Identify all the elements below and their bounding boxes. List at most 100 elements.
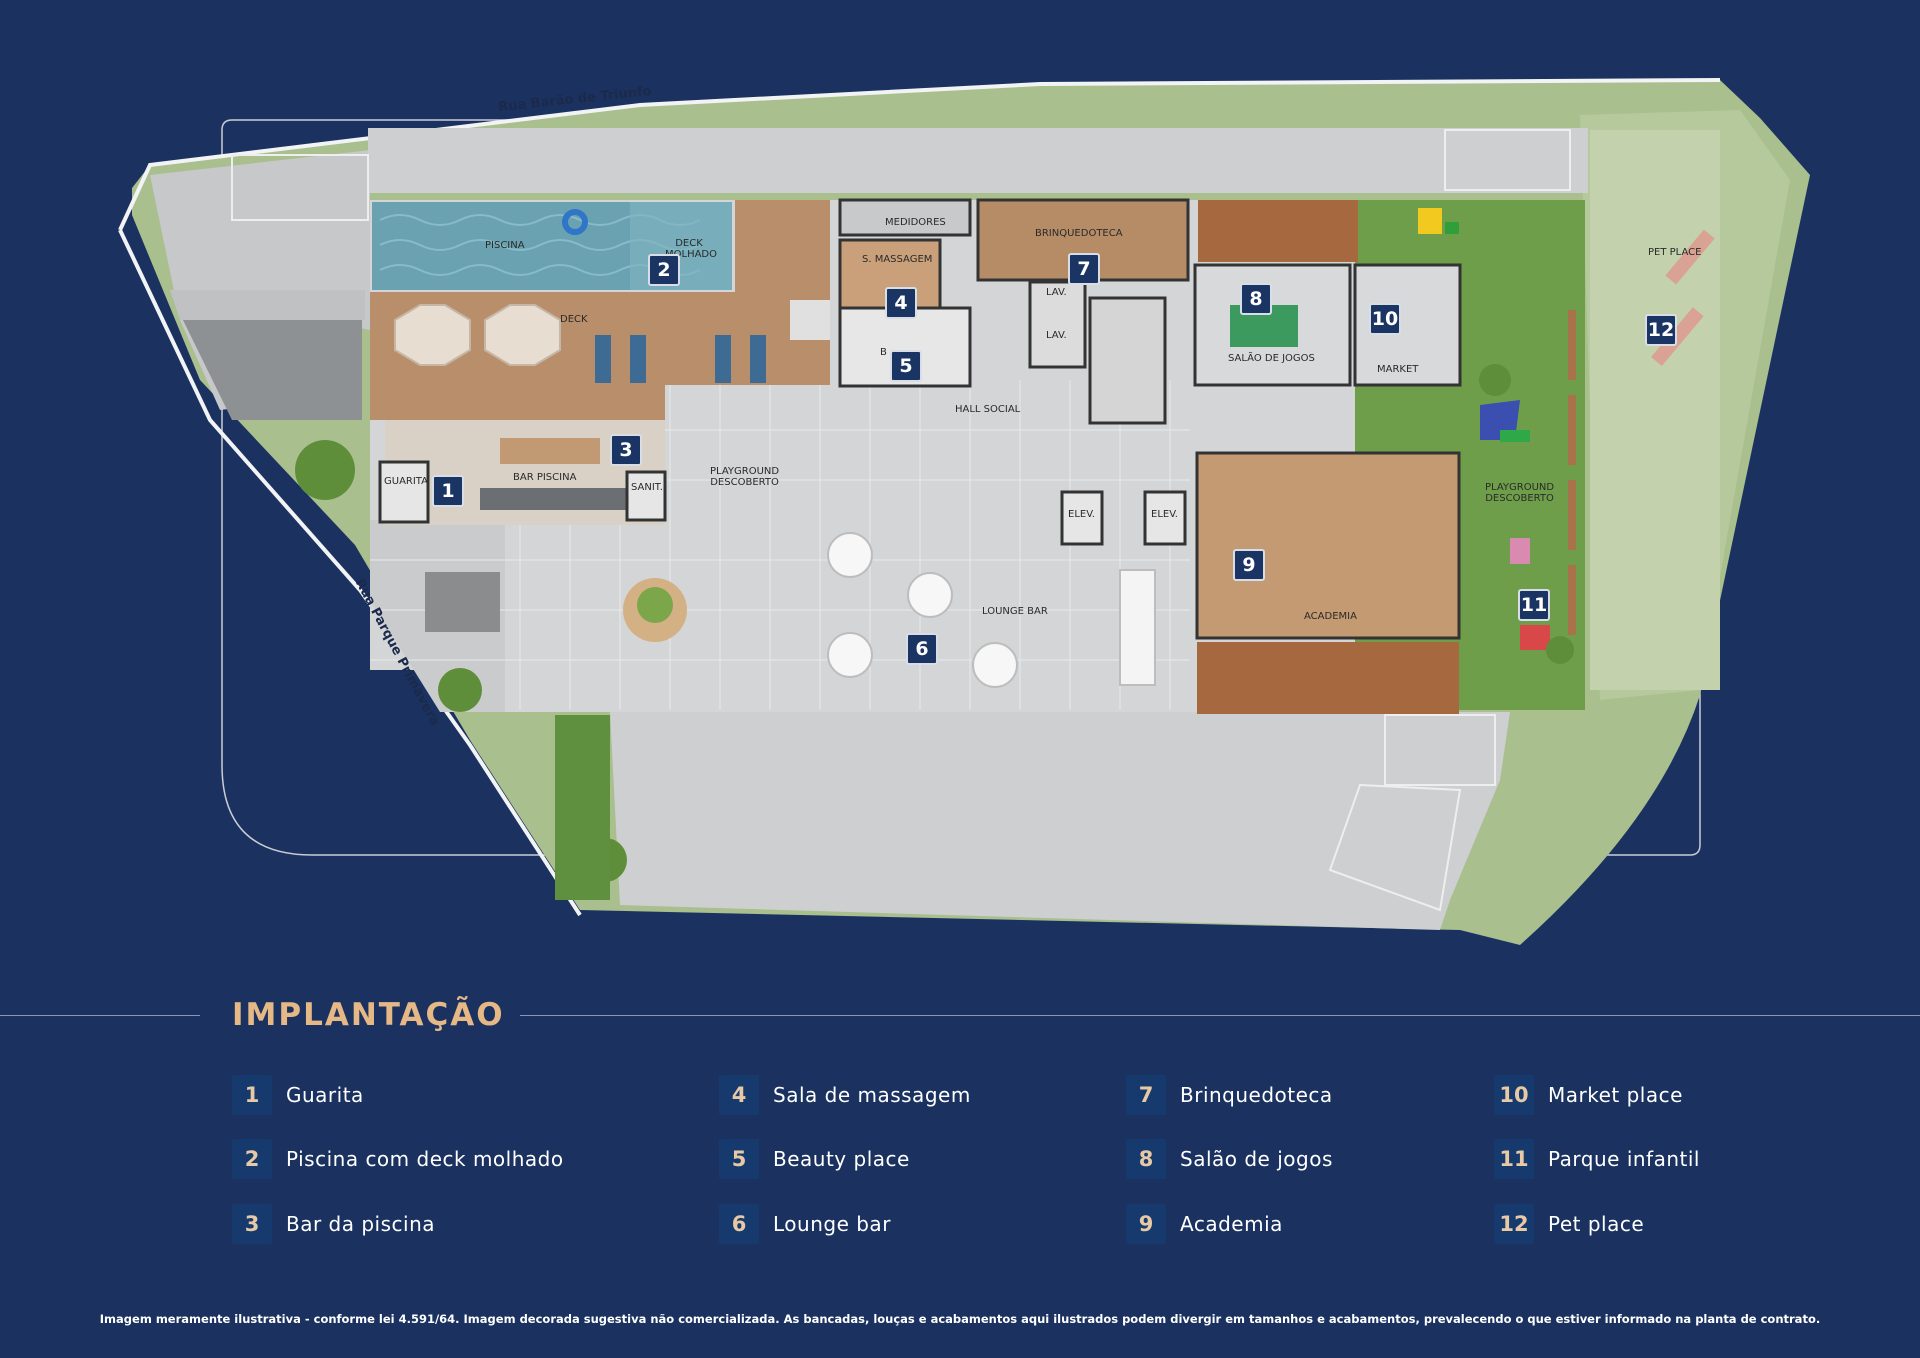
legend-number: 4 bbox=[719, 1075, 759, 1115]
label-s-massagem: S. MASSAGEM bbox=[862, 254, 933, 265]
legend-item-8: 8 Salão de jogos bbox=[1126, 1139, 1333, 1179]
umbrellas bbox=[394, 304, 561, 366]
legend-item-6: 6 Lounge bar bbox=[719, 1204, 891, 1244]
sanit-room bbox=[625, 470, 667, 522]
guarita-room bbox=[378, 460, 430, 524]
legend-number: 10 bbox=[1494, 1075, 1534, 1115]
legend-item-12: 12 Pet place bbox=[1494, 1204, 1644, 1244]
legend-number: 2 bbox=[232, 1139, 272, 1179]
loungers bbox=[595, 335, 766, 383]
site-plan bbox=[118, 78, 1810, 945]
deck-wet bbox=[630, 202, 732, 290]
legend-item-11: 11 Parque infantil bbox=[1494, 1139, 1700, 1179]
bar-counter bbox=[480, 488, 650, 510]
label-hall-social: HALL SOCIAL bbox=[955, 404, 1021, 415]
label-salao-jogos: SALÃO DE JOGOS bbox=[1228, 353, 1315, 364]
street-edge-left bbox=[118, 229, 582, 917]
legend-item-7: 7 Brinquedoteca bbox=[1126, 1075, 1333, 1115]
left-planter-strip bbox=[555, 715, 610, 900]
label-elev-2: ELEV. bbox=[1151, 509, 1178, 520]
ramp-dark bbox=[182, 318, 362, 420]
room-lav bbox=[1028, 280, 1087, 369]
label-piscina: PISCINA bbox=[485, 240, 525, 251]
planter-plant bbox=[637, 587, 673, 623]
plan-marker-9: 9 bbox=[1233, 549, 1265, 581]
legend-label: Bar da piscina bbox=[286, 1212, 436, 1236]
legend-number: 5 bbox=[719, 1139, 759, 1179]
plan-marker-7: 7 bbox=[1068, 253, 1100, 285]
legend-label: Lounge bar bbox=[773, 1212, 891, 1236]
legend-item-9: 9 Academia bbox=[1126, 1204, 1283, 1244]
room-academia bbox=[1195, 451, 1461, 640]
parking-mark-right bbox=[1444, 129, 1571, 191]
label-beauty: B bbox=[880, 347, 887, 358]
stairwell bbox=[1088, 296, 1167, 425]
label-market: MARKET bbox=[1377, 364, 1419, 375]
label-medidores: MEDIDORES bbox=[885, 217, 946, 228]
legend-item-2: 2 Piscina com deck molhado bbox=[232, 1139, 564, 1179]
section-title: IMPLANTAÇÃO bbox=[232, 997, 505, 1033]
legend-number: 9 bbox=[1126, 1204, 1166, 1244]
disclaimer: Imagem meramente ilustrativa - conforme … bbox=[99, 1312, 1821, 1326]
ramp-light bbox=[170, 290, 365, 320]
pet-place-area bbox=[1590, 130, 1720, 690]
legend-label: Salão de jogos bbox=[1180, 1147, 1333, 1171]
legend-number: 12 bbox=[1494, 1204, 1534, 1244]
legend-label: Parque infantil bbox=[1548, 1147, 1700, 1171]
legend-item-4: 4 Sala de massagem bbox=[719, 1075, 971, 1115]
legend-number: 8 bbox=[1126, 1139, 1166, 1179]
legend-label: Market place bbox=[1548, 1083, 1683, 1107]
label-deck: DECK bbox=[560, 314, 588, 325]
label-pet-place: PET PLACE bbox=[1648, 247, 1702, 258]
street-edge-top bbox=[118, 78, 1721, 231]
plan-marker-4: 4 bbox=[885, 287, 917, 319]
pool-float bbox=[562, 209, 588, 235]
driveway-bottom bbox=[610, 712, 1510, 930]
legend-number: 1 bbox=[232, 1075, 272, 1115]
label-lounge-bar: LOUNGE BAR bbox=[982, 606, 1048, 617]
lounge-long-table bbox=[1119, 569, 1156, 686]
legend-item-1: 1 Guarita bbox=[232, 1075, 364, 1115]
legend-item-3: 3 Bar da piscina bbox=[232, 1204, 435, 1244]
deck-slats-top bbox=[1198, 200, 1358, 262]
label-guarita: GUARITA bbox=[384, 476, 428, 487]
elevators bbox=[1060, 490, 1187, 546]
plan-marker-10: 10 bbox=[1369, 303, 1401, 335]
label-academia: ACADEMIA bbox=[1304, 611, 1357, 622]
pet-items bbox=[1651, 229, 1715, 367]
label-brinquedoteca: BRINQUEDOTECA bbox=[1035, 228, 1123, 239]
divider-right bbox=[520, 1015, 1920, 1016]
plan-marker-3: 3 bbox=[610, 434, 642, 466]
label-elev-1: ELEV. bbox=[1068, 509, 1095, 520]
label-deck-molhado: DECK MOLHADO bbox=[665, 238, 718, 260]
legend-number: 3 bbox=[232, 1204, 272, 1244]
legend-label: Piscina com deck molhado bbox=[286, 1147, 564, 1171]
deck-stairs bbox=[790, 300, 830, 340]
legend-label: Brinquedoteca bbox=[1180, 1083, 1333, 1107]
plan-marker-11: 11 bbox=[1518, 589, 1550, 621]
label-lav-2: LAV. bbox=[1046, 330, 1067, 341]
legend-item-10: 10 Market place bbox=[1494, 1075, 1683, 1115]
legend-label: Guarita bbox=[286, 1083, 364, 1107]
stairs-left bbox=[425, 572, 500, 632]
parking-mark-diag bbox=[1328, 783, 1462, 912]
playground-items bbox=[1418, 208, 1550, 650]
legend-item-5: 5 Beauty place bbox=[719, 1139, 910, 1179]
lounge-tables bbox=[827, 532, 1018, 688]
parking-mark-left bbox=[231, 154, 369, 221]
plan-marker-8: 8 bbox=[1240, 283, 1272, 315]
plan-marker-6: 6 bbox=[906, 633, 938, 665]
deck-slats-bottom bbox=[1197, 642, 1459, 714]
legend-number: 11 bbox=[1494, 1139, 1534, 1179]
plan-marker-5: 5 bbox=[890, 350, 922, 382]
parking-mark-bottom bbox=[1384, 714, 1496, 786]
divider-left bbox=[0, 1015, 200, 1016]
benches-right bbox=[1568, 310, 1576, 635]
legend-number: 7 bbox=[1126, 1075, 1166, 1115]
plan-marker-12: 12 bbox=[1645, 314, 1677, 346]
legend-number: 6 bbox=[719, 1204, 759, 1244]
plan-marker-2: 2 bbox=[648, 254, 680, 286]
plan-marker-1: 1 bbox=[432, 475, 464, 507]
label-bar-piscina: BAR PISCINA bbox=[513, 472, 577, 483]
legend-label: Pet place bbox=[1548, 1212, 1645, 1236]
